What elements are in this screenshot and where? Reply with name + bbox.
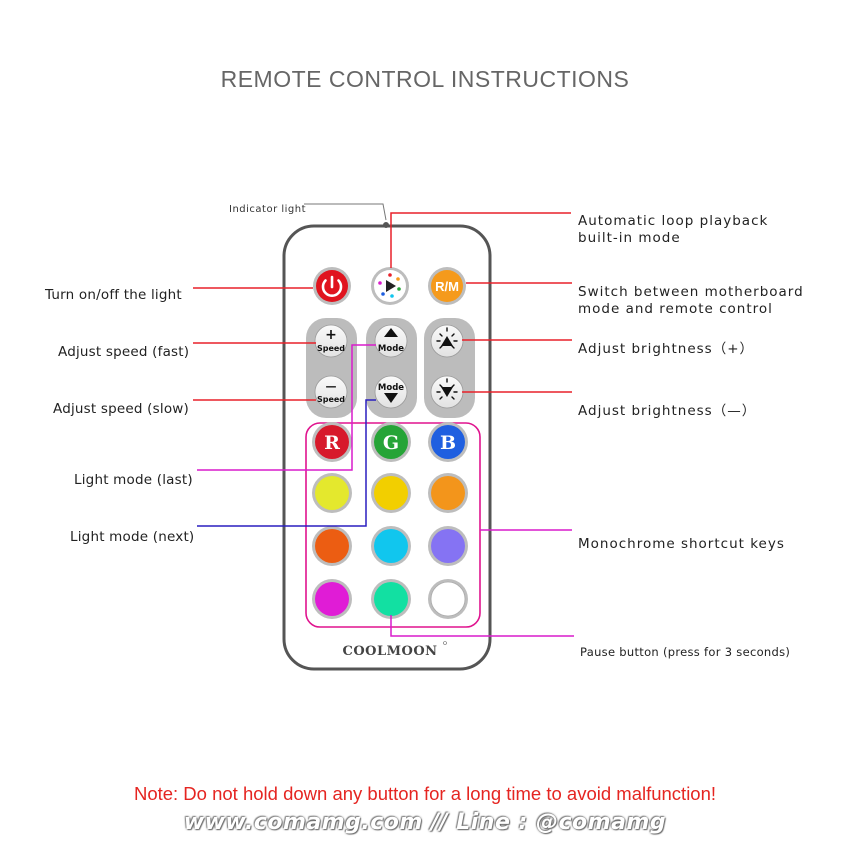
color-key[interactable] [312, 526, 352, 566]
label-indicator-light: Indicator light [229, 204, 307, 215]
label-switch-mode-1: Switch between motherboard [578, 284, 804, 300]
brightness-up-button[interactable] [430, 324, 464, 358]
label-switch-mode-2: mode and remote control [578, 301, 773, 317]
leader-lines [193, 203, 574, 637]
triangle-down-icon [384, 393, 398, 403]
watermark: www.comamg.com // Line : @comamg [183, 810, 667, 835]
color-key-b[interactable]: B [428, 422, 468, 462]
color-key[interactable] [428, 526, 468, 566]
leader-mode-next [197, 399, 376, 527]
label-auto-loop-1: Automatic loop playback [578, 213, 769, 229]
mode-next-button[interactable]: Mode [374, 375, 408, 409]
brightness-down-button[interactable] [430, 375, 464, 409]
sun-up-icon [436, 327, 458, 349]
label-auto-loop-2: built-in mode [578, 230, 681, 246]
speed-fast-button[interactable]: + Speed [314, 324, 348, 358]
leader-auto-loop [390, 212, 571, 268]
speed-plus-sign: + [325, 327, 337, 343]
color-key[interactable] [371, 473, 411, 513]
mode-last-button[interactable]: Mode [374, 324, 408, 358]
speed-fast-label: Speed [317, 344, 345, 353]
play-icon [386, 280, 396, 292]
label-brightness-down: Adjust brightness（—） [578, 403, 757, 419]
color-key[interactable] [371, 526, 411, 566]
color-key-g[interactable]: G [371, 422, 411, 462]
color-key[interactable] [428, 473, 468, 513]
label-speed-fast: Adjust speed (fast) [58, 344, 190, 360]
leader-pause [390, 615, 574, 637]
label-speed-slow: Adjust speed (slow) [53, 401, 189, 417]
warning-note: Note: Do not hold down any button for a … [133, 783, 717, 804]
power-button[interactable] [313, 267, 351, 305]
auto-loop-play-button[interactable] [371, 267, 409, 305]
leader-indicator [304, 203, 387, 221]
page-title: REMOTE CONTROL INSTRUCTIONS [220, 66, 630, 92]
color-key-label: R [324, 432, 340, 454]
rm-label: R/M [435, 279, 459, 294]
speed-minus-sign: — [326, 380, 337, 393]
color-key[interactable] [428, 579, 468, 619]
color-key[interactable] [312, 579, 352, 619]
speed-slow-label: Speed [317, 395, 345, 404]
color-key[interactable] [371, 579, 411, 619]
color-key-label: B [440, 432, 456, 454]
label-pause-button: Pause button (press for 3 seconds) [580, 645, 791, 659]
speed-slow-button[interactable]: — Speed [314, 375, 348, 409]
sun-down-icon [436, 378, 458, 400]
brand-logo: COOLMOON [342, 644, 437, 659]
label-mode-next: Light mode (next) [70, 529, 195, 545]
indicator-light [383, 222, 389, 228]
mode-last-label: Mode [378, 344, 404, 354]
leader-mode-last [197, 344, 376, 471]
color-key-label: G [383, 432, 399, 454]
label-power: Turn on/off the light [45, 287, 182, 303]
rm-switch-button[interactable]: R/M [428, 267, 466, 305]
label-brightness-up: Adjust brightness（+） [578, 341, 755, 357]
label-mode-last: Light mode (last) [74, 472, 193, 488]
color-key[interactable] [312, 473, 352, 513]
label-monochrome-keys: Monochrome shortcut keys [578, 536, 785, 552]
triangle-up-icon [384, 328, 398, 337]
mode-next-label: Mode [378, 383, 404, 393]
color-key-r[interactable]: R [312, 422, 352, 462]
